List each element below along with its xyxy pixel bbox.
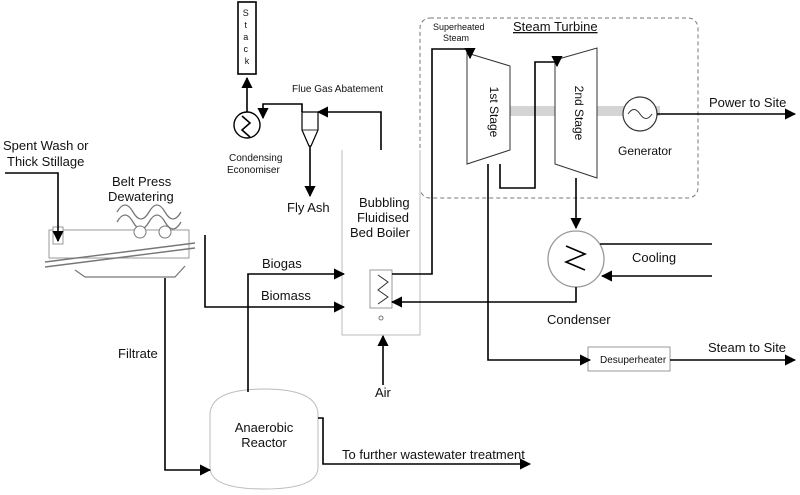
biomass-label: Biomass <box>261 288 311 303</box>
biogas-line <box>247 268 346 392</box>
spent-wash-flow <box>5 172 64 243</box>
superheated-steam-line <box>392 47 476 275</box>
gas-to-economiser <box>257 103 303 120</box>
economiser-coil <box>240 115 252 138</box>
turbine-stage-1 <box>466 52 511 165</box>
stage2-label: 2nd Stage <box>572 86 586 141</box>
stack-label: S t a c k <box>243 8 252 66</box>
anaerobic-label: Anaerobic <box>235 420 294 435</box>
power-label: Power to Site <box>709 95 786 110</box>
boiler-label-3: Bed Boiler <box>350 225 411 240</box>
turbine-stage-2 <box>554 47 598 179</box>
stack-box <box>237 1 257 75</box>
condensate-return <box>390 287 577 308</box>
steam-turbine-title: Steam Turbine <box>513 19 598 34</box>
anaerobic-label-2: Reactor <box>241 435 287 450</box>
condenser-label: Condenser <box>547 312 611 327</box>
cooling-label: Cooling <box>632 250 676 265</box>
belt-press-label-2: Dewatering <box>108 189 174 204</box>
air-label: Air <box>375 385 392 400</box>
superheated-label-2: Steam <box>443 33 469 43</box>
spent-wash-label-2: Thick Stillage <box>7 154 84 169</box>
filtrate-label: Filtrate <box>118 346 158 361</box>
steam-turbine-enclosure <box>419 17 699 199</box>
condenser-symbol <box>547 230 605 288</box>
desuperheater-label: Desuperheater <box>600 355 667 366</box>
boiler-label-2: Fluidised <box>357 210 409 225</box>
biomass-line <box>204 235 346 313</box>
spent-wash-label: Spent Wash or <box>3 138 89 153</box>
fly-ash-label: Fly Ash <box>287 200 330 215</box>
superheated-label: Superheated <box>433 22 485 32</box>
cyclone-icon <box>301 111 319 147</box>
flue-gas-to-cyclone <box>316 106 382 150</box>
air-nozzle <box>378 315 384 321</box>
boiler-coil <box>377 274 389 305</box>
wastewater-label: To further wastewater treatment <box>342 447 525 462</box>
filtrate-line <box>164 278 212 476</box>
biogas-label: Biogas <box>262 256 302 271</box>
condenser-coil <box>563 245 588 271</box>
belt-press-label: Belt Press <box>112 174 172 189</box>
steam-site-label: Steam to Site <box>708 340 786 355</box>
generator-wave <box>627 109 653 119</box>
belt-press-icon <box>44 204 196 278</box>
stage1-label: 1st Stage <box>487 87 501 138</box>
extraction-line <box>487 164 592 366</box>
economiser-label-2: Economiser <box>227 165 280 176</box>
economiser-label: Condensing <box>229 153 282 164</box>
desuperheater-box <box>587 346 671 372</box>
flue-gas-label: Flue Gas Abatement <box>292 84 383 95</box>
stage-crossover <box>499 55 563 189</box>
anaerobic-reactor-vessel <box>209 388 319 490</box>
wastewater-line <box>318 417 532 470</box>
boiler-label: Bubbling <box>359 195 410 210</box>
generator-label: Generator <box>618 144 672 158</box>
